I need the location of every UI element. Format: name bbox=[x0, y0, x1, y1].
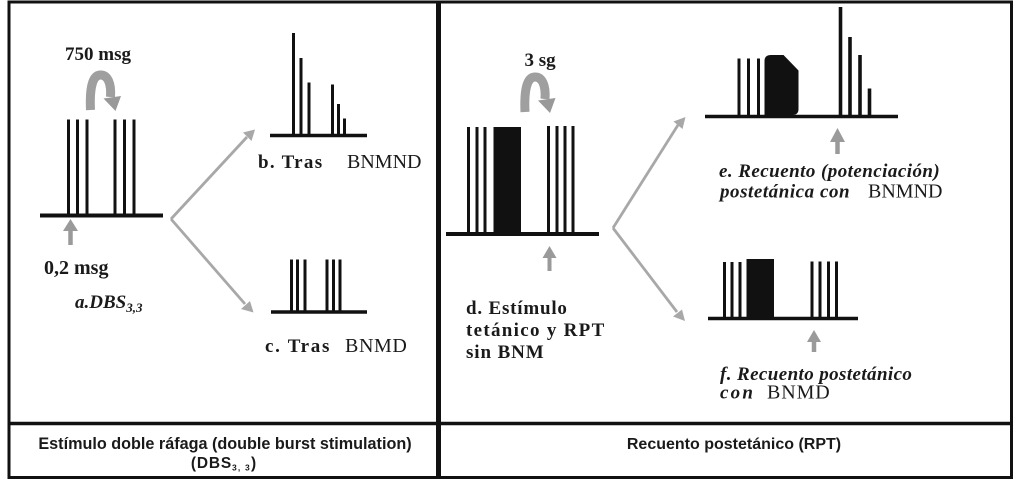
svg-text:sin BNM: sin BNM bbox=[466, 342, 545, 363]
svg-text:BNMND: BNMND bbox=[868, 181, 942, 203]
svg-text:b. Tras: b. Tras bbox=[258, 152, 323, 173]
svg-text:a.DBS3,3: a.DBS3,3 bbox=[75, 292, 143, 315]
svg-text:tetánico y RPT: tetánico y RPT bbox=[466, 320, 606, 341]
svg-text:BNMND: BNMND bbox=[347, 151, 421, 173]
svg-text:con: con bbox=[720, 383, 755, 404]
svg-text:e. Recuento (potenciación): e. Recuento (potenciación) bbox=[719, 161, 940, 182]
svg-text:3 sg: 3 sg bbox=[525, 50, 557, 71]
svg-text:BNMD: BNMD bbox=[345, 335, 407, 357]
svg-text:postetánica con: postetánica con bbox=[718, 182, 850, 203]
svg-text:0,2 msg: 0,2 msg bbox=[44, 257, 108, 279]
svg-text:d. Estímulo: d. Estímulo bbox=[466, 298, 568, 319]
svg-text:f. Recuento postetánico: f. Recuento postetánico bbox=[720, 364, 912, 385]
svg-text:Estímulo doble ráfaga (double: Estímulo doble ráfaga (double burst stim… bbox=[38, 435, 411, 453]
svg-text:750 msg: 750 msg bbox=[65, 44, 131, 65]
svg-text:Recuento postetánico (RPT): Recuento postetánico (RPT) bbox=[627, 436, 841, 453]
svg-text:c. Tras: c. Tras bbox=[265, 336, 331, 357]
svg-text:BNMD: BNMD bbox=[767, 382, 831, 404]
